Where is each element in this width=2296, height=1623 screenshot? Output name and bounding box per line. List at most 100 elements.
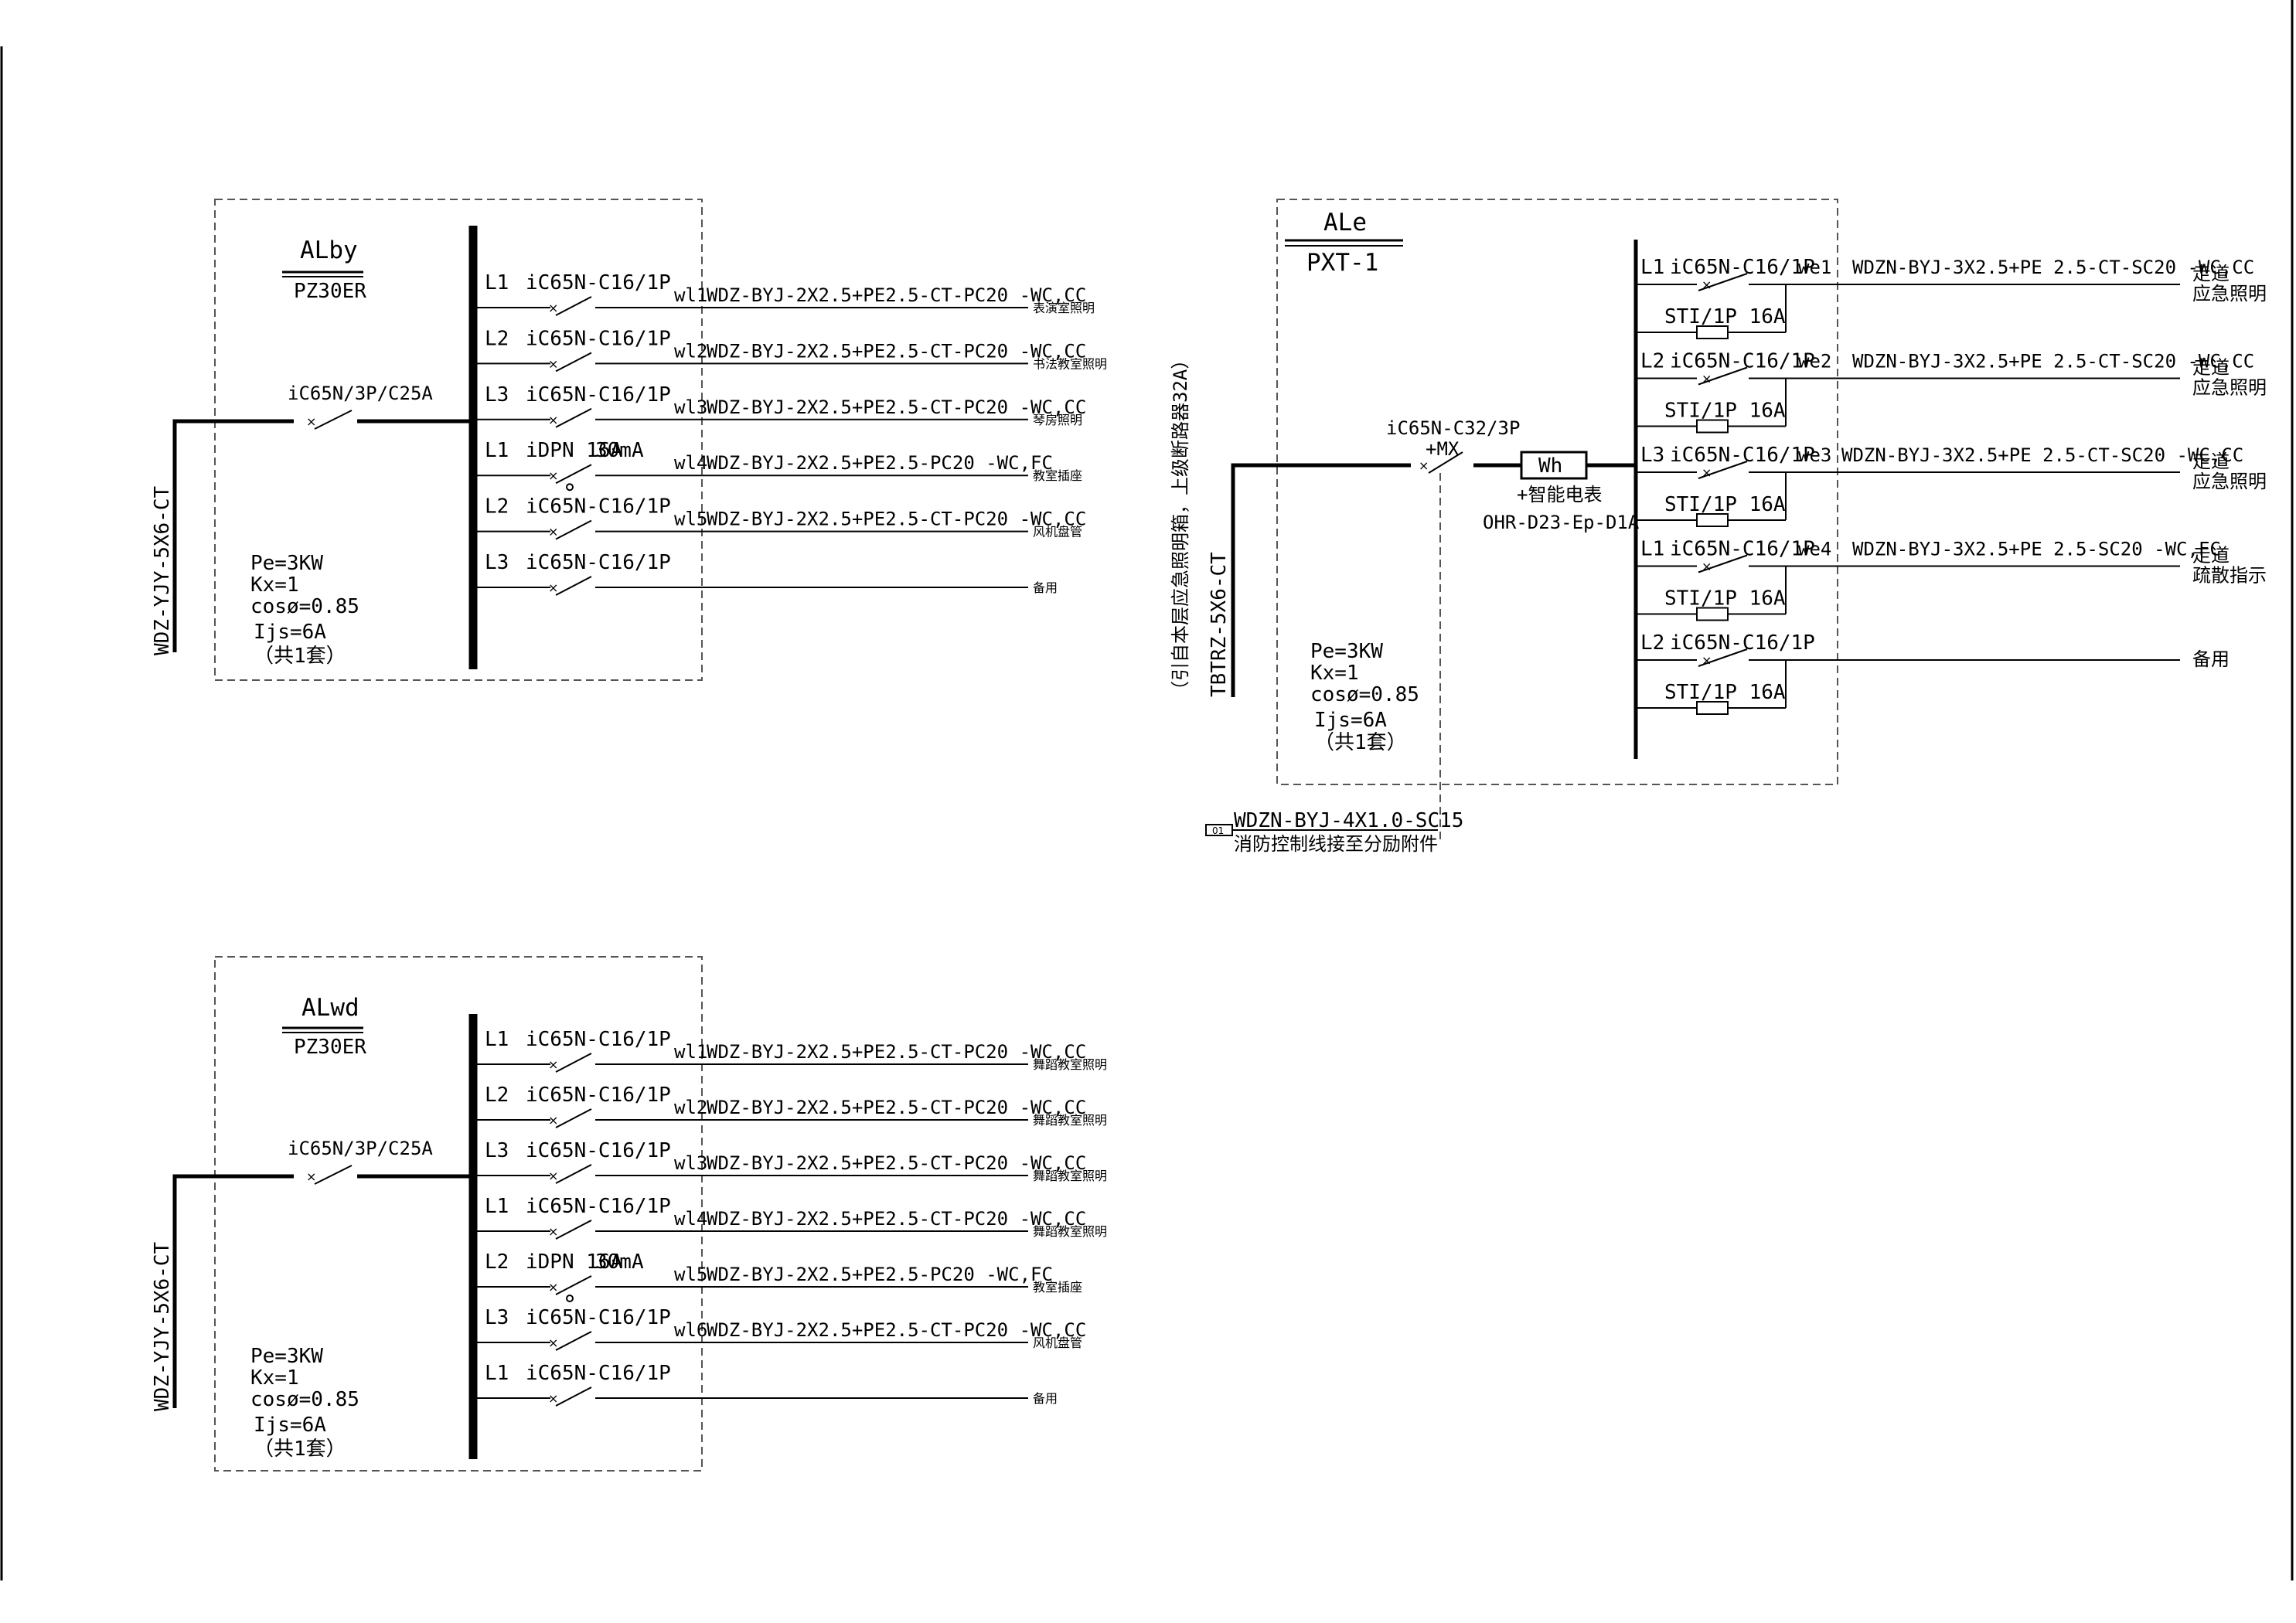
circuit-phase: L3 bbox=[485, 1306, 509, 1329]
circuit-breaker-x: × bbox=[1702, 277, 1712, 292]
panel-ale-param-ijs: Ijs=6A bbox=[1314, 709, 1387, 732]
panel-ale: ALe PXT-1 （引自本层应急照明箱，上级断路器32A） TBTRZ-5X6… bbox=[1170, 199, 2267, 855]
circuit-cable-spec: WDZ-BYJ-2X2.5+PE2.5-CT-PC20 -WC,CC bbox=[707, 284, 1086, 306]
circuit-breaker-contact bbox=[1698, 366, 1748, 386]
circuit-breaker-contact bbox=[555, 519, 592, 540]
circuit-breaker: iC65N-C16/1P bbox=[526, 1306, 671, 1329]
circuit-cable-spec: WDZN-BYJ-3X2.5+PE 2.5-CT-SC20 -WC,CC bbox=[1852, 257, 2254, 278]
circuit-breaker: iC65N-C16/1P bbox=[526, 495, 671, 519]
circuit-id: wl5 bbox=[674, 1264, 707, 1285]
circuit-breaker-x: × bbox=[548, 356, 558, 371]
circuit-breaker-x: × bbox=[1702, 465, 1712, 480]
circuit-breaker-contact bbox=[555, 1164, 592, 1184]
circuit-load-label: 风机盘管 bbox=[1033, 1335, 1082, 1350]
circuit-breaker: iC65N-C16/1P bbox=[526, 1028, 671, 1051]
circuit-breaker-x: × bbox=[548, 301, 558, 315]
circuit-cable-spec: WDZN-BYJ-3X2.5+PE 2.5-CT-SC20 -WC,CC bbox=[1841, 444, 2243, 466]
panel-alby-params: Pe=3KW Kx=1 cosø=0.85 Ijs=6A （共1套） bbox=[250, 552, 359, 668]
circuit-phase: L2 bbox=[1640, 631, 1664, 655]
circuit-phase: L2 bbox=[485, 1250, 509, 1274]
panel-alwd-enclosure bbox=[214, 956, 703, 1472]
panel-alwd-main-breaker-contact bbox=[314, 1165, 353, 1185]
circuit-id: wl3 bbox=[674, 1152, 707, 1174]
panel-alwd-param-kx: Kx=1 bbox=[250, 1366, 299, 1390]
circuit-cable-spec: WDZ-BYJ-2X2.5+PE2.5-CT-PC20 -WC,CC bbox=[707, 396, 1086, 418]
panel-ale-control-tag: 01 bbox=[1212, 825, 1224, 836]
panel-ale-main-breaker-aux: +MX bbox=[1426, 438, 1460, 460]
circuit-load-label: 走道 bbox=[2192, 545, 2230, 567]
circuit-breaker-contact bbox=[555, 1053, 592, 1073]
circuit-load-label: 书法教室照明 bbox=[1033, 356, 1107, 371]
circuit-cable-spec: WDZ-BYJ-2X2.5+PE2.5-CT-PC20 -WC,CC bbox=[707, 509, 1086, 530]
circuit-rcd-rating: 30mA bbox=[595, 1250, 644, 1274]
circuit-load-label: 舞蹈教室照明 bbox=[1033, 1113, 1107, 1128]
circuit-id: we3 bbox=[1798, 444, 1831, 466]
circuit-phase: L1 bbox=[485, 1028, 509, 1051]
panel-ale-feeder-line bbox=[1231, 463, 1411, 697]
circuit-load-label: 教室插座 bbox=[1033, 468, 1082, 483]
circuit-breaker: iC65N-C16/1P bbox=[526, 1084, 671, 1107]
panel-alby-param-qty: （共1套） bbox=[254, 645, 346, 668]
circuit-id: wl6 bbox=[674, 1319, 707, 1341]
circuit-breaker-x: × bbox=[548, 525, 558, 539]
circuit-cable-spec: WDZ-BYJ-2X2.5+PE2.5-CT-PC20 -WC,CC bbox=[707, 1319, 1086, 1341]
panel-alwd-model: PZ30ER bbox=[294, 1036, 366, 1059]
panel-alwd-param-qty: （共1套） bbox=[254, 1438, 346, 1461]
panel-alwd-main-breaker-label: iC65N/3P/C25A bbox=[288, 1138, 433, 1159]
circuit-breaker-contact bbox=[1698, 461, 1748, 479]
circuit-id: wl3 bbox=[674, 396, 707, 418]
panel-ale-feeder-label: TBTRZ-5X6-CT bbox=[1208, 552, 1231, 697]
panel-ale-param-kx: Kx=1 bbox=[1310, 662, 1359, 685]
circuit-breaker-x: × bbox=[548, 1391, 558, 1406]
circuit-rcd-rating: 30mA bbox=[595, 439, 644, 462]
panel-alby-feeder-line bbox=[172, 419, 294, 652]
circuit-phase: L3 bbox=[485, 383, 509, 407]
panel-ale-param-qty: （共1套） bbox=[1314, 731, 1407, 754]
spd-label: STI/1P 16A bbox=[1664, 305, 1786, 328]
circuit-breaker: iDPN 16A bbox=[526, 439, 623, 462]
circuit-phase: L1 bbox=[485, 439, 509, 462]
circuit-load-label: 走道 bbox=[2192, 451, 2230, 472]
circuit-breaker: iC65N-C16/1P bbox=[526, 383, 671, 407]
circuit-breaker: iC65N-C16/1P bbox=[526, 271, 671, 294]
circuit-load-label: 舞蹈教室照明 bbox=[1033, 1224, 1107, 1239]
circuit-breaker-x: × bbox=[548, 1335, 558, 1350]
circuit-load-label: 走道 bbox=[2192, 263, 2230, 284]
circuit-breaker-x: × bbox=[1702, 653, 1712, 668]
panel-alwd-param-ijs: Ijs=6A bbox=[254, 1414, 326, 1437]
circuit-breaker-x: × bbox=[548, 1169, 558, 1183]
circuit-phase: L1 bbox=[485, 1195, 509, 1218]
panel-ale-param-cos: cosø=0.85 bbox=[1310, 683, 1419, 706]
circuit-breaker: iC65N-C16/1P bbox=[526, 1139, 671, 1162]
circuit-id: wl4 bbox=[674, 1208, 707, 1230]
panel-alwd-param-cos: cosø=0.85 bbox=[250, 1388, 359, 1411]
circuit-phase: L1 bbox=[485, 1362, 509, 1385]
panel-alwd-name: ALwd bbox=[301, 994, 359, 1022]
circuit-breaker: iC65N-C16/1P bbox=[526, 1362, 671, 1385]
spd-label: STI/1P 16A bbox=[1664, 493, 1786, 516]
circuit-load-label: 舞蹈教室照明 bbox=[1033, 1057, 1107, 1072]
spd-label: STI/1P 16A bbox=[1664, 681, 1786, 704]
circuit-breaker-contact bbox=[1698, 273, 1748, 291]
circuit-breaker-contact bbox=[555, 1220, 592, 1240]
circuit-breaker-contact bbox=[555, 352, 592, 373]
panel-ale-enclosure bbox=[1276, 199, 1838, 785]
circuit-load-label: 舞蹈教室照明 bbox=[1033, 1169, 1107, 1183]
panel-alby-main-breaker-x: × bbox=[306, 414, 316, 429]
circuit-breaker-x: × bbox=[1702, 372, 1712, 386]
circuit-breaker-x: × bbox=[1702, 560, 1712, 574]
circuit-phase: L3 bbox=[485, 551, 509, 574]
panel-alwd-feeder-label: WDZ-YJY-5X6-CT bbox=[151, 1242, 174, 1411]
panel-alby-param-kx: Kx=1 bbox=[250, 573, 299, 597]
panel-ale-meter-model: OHR-D23-Ep-D1A bbox=[1483, 512, 1640, 533]
